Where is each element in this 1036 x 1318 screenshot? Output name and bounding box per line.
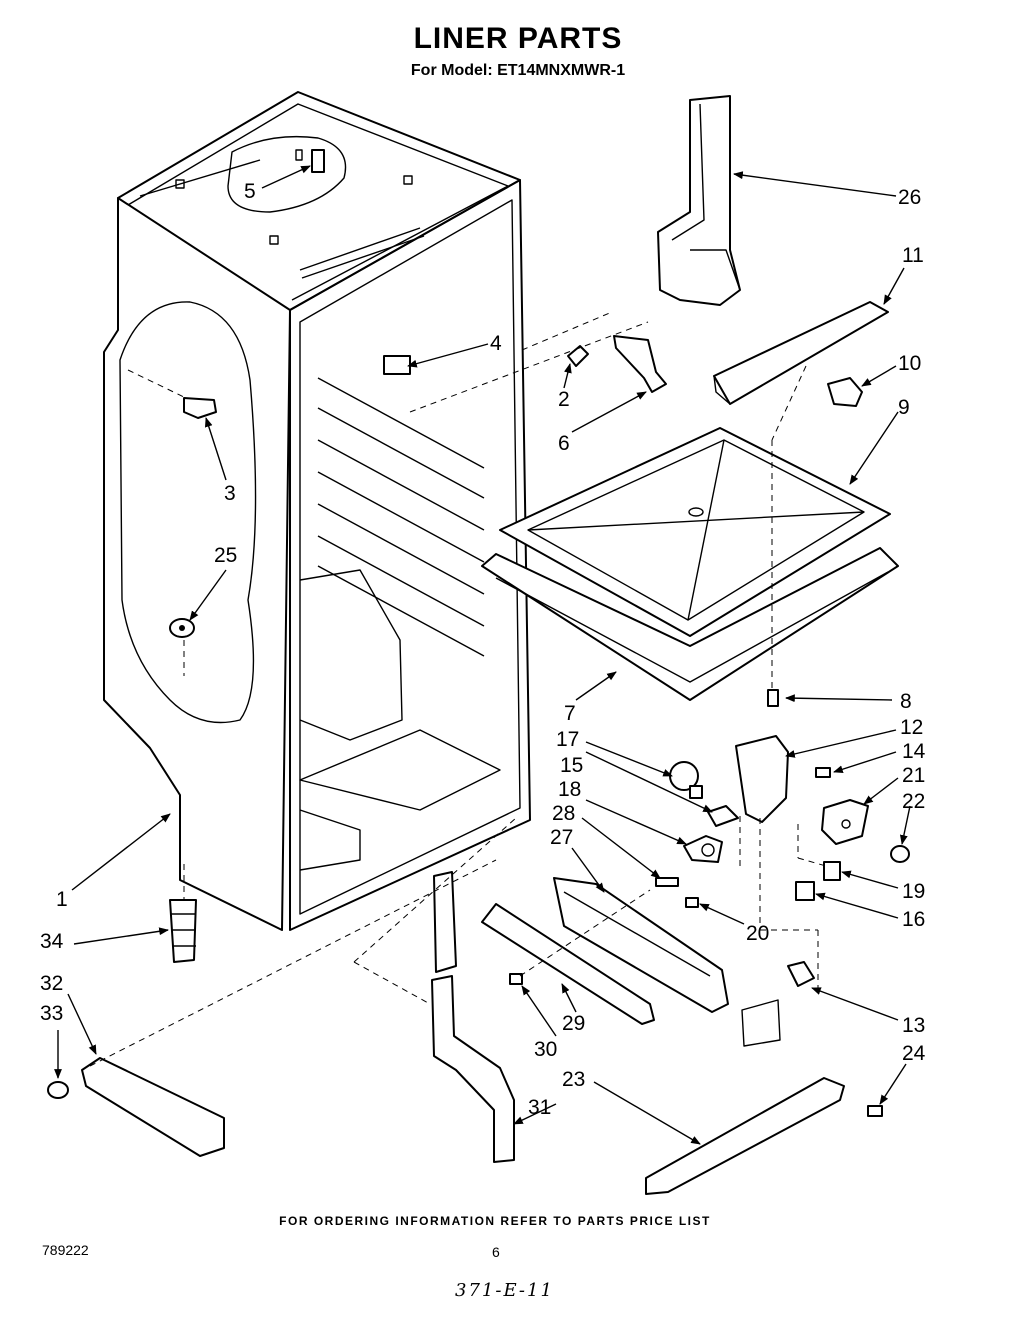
part-9-shelf-frame bbox=[499, 427, 891, 637]
part-21-switch-housing bbox=[821, 799, 869, 845]
callout-15: 15 bbox=[560, 754, 583, 777]
part-15-socket bbox=[707, 805, 739, 827]
page-number: 6 bbox=[492, 1244, 500, 1260]
part-7-shelf-tray bbox=[481, 547, 899, 701]
part-25-grommet bbox=[169, 618, 195, 638]
part-19-switch bbox=[823, 861, 841, 881]
callout-17: 17 bbox=[556, 728, 579, 751]
leader-arrows bbox=[54, 165, 911, 1145]
handwritten-note: 371-E-11 bbox=[455, 1280, 554, 1301]
part-32-bottom-rail bbox=[81, 1057, 225, 1157]
part-29-channel bbox=[481, 903, 655, 1025]
callout-19: 19 bbox=[902, 880, 925, 903]
part-18-shield bbox=[683, 835, 723, 863]
callout-23: 23 bbox=[562, 1068, 585, 1091]
callout-7: 7 bbox=[564, 702, 576, 725]
part-16-connector bbox=[795, 881, 815, 901]
callout-32: 32 bbox=[40, 972, 63, 995]
callout-5: 5 bbox=[244, 180, 256, 203]
model-subtitle: For Model: ET14MNXMWR-1 bbox=[410, 62, 626, 79]
callout-18: 18 bbox=[558, 778, 581, 801]
part-6-bracket bbox=[613, 335, 667, 393]
part-17-bulb bbox=[669, 761, 703, 799]
part-22-button bbox=[890, 845, 910, 863]
part-26-air-duct bbox=[657, 95, 741, 306]
part-14-screw bbox=[815, 767, 831, 778]
callout-30: 30 bbox=[534, 1038, 557, 1061]
callout-28: 28 bbox=[552, 802, 575, 825]
callout-31: 31 bbox=[528, 1096, 551, 1119]
part-20-screw bbox=[685, 897, 699, 908]
callout-4: 4 bbox=[490, 332, 502, 355]
ordering-info-footer: FOR ORDERING INFORMATION REFER TO PARTS … bbox=[279, 1214, 711, 1228]
callout-26: 26 bbox=[898, 186, 921, 209]
callout-12: 12 bbox=[900, 716, 923, 739]
part-31-trim-strip bbox=[431, 871, 515, 1163]
page-title: LINER PARTS bbox=[413, 22, 623, 55]
part-27-channel bbox=[553, 877, 729, 1013]
part-23-trim bbox=[645, 1077, 845, 1195]
document-number: 789222 bbox=[42, 1242, 89, 1258]
callout-27: 27 bbox=[550, 826, 573, 849]
callout-20: 20 bbox=[746, 922, 769, 945]
callout-8: 8 bbox=[900, 690, 912, 713]
callout-24: 24 bbox=[902, 1042, 926, 1065]
callout-33: 33 bbox=[40, 1002, 63, 1025]
callout-6: 6 bbox=[558, 432, 570, 455]
callout-14: 14 bbox=[902, 740, 926, 763]
part-34-leveler bbox=[169, 899, 197, 963]
callout-16: 16 bbox=[902, 908, 925, 931]
callout-11: 11 bbox=[902, 244, 924, 267]
part-4-clip bbox=[383, 355, 411, 375]
part-5-bracket bbox=[311, 149, 325, 173]
callout-2: 2 bbox=[558, 388, 570, 411]
callout-10: 10 bbox=[898, 352, 921, 375]
callout-22: 22 bbox=[902, 790, 925, 813]
part-30-screw bbox=[509, 973, 523, 985]
callout-34: 34 bbox=[40, 930, 64, 953]
part-3-thermostat-clip bbox=[183, 397, 217, 419]
part-24-screw bbox=[867, 1105, 883, 1117]
callout-1: 1 bbox=[56, 888, 68, 911]
part-12-light-housing bbox=[735, 735, 789, 823]
part-13-control bbox=[741, 961, 815, 1047]
callout-21: 21 bbox=[902, 764, 925, 787]
callout-13: 13 bbox=[902, 1014, 925, 1037]
callout-3: 3 bbox=[224, 482, 236, 505]
part-33-screw bbox=[47, 1081, 69, 1099]
cabinet-liner bbox=[103, 91, 531, 931]
callout-25: 25 bbox=[214, 544, 237, 567]
callout-labels: 1 2 3 4 5 6 7 8 9 10 11 12 13 14 15 16 1… bbox=[40, 180, 926, 1119]
callout-29: 29 bbox=[562, 1012, 585, 1035]
callout-9: 9 bbox=[898, 396, 910, 419]
part-11-shelf-trim bbox=[713, 301, 889, 405]
part-28-screw bbox=[655, 877, 679, 887]
part-10-cap bbox=[827, 377, 863, 407]
part-8-screw bbox=[767, 689, 779, 707]
assembly-lines bbox=[89, 311, 827, 1067]
